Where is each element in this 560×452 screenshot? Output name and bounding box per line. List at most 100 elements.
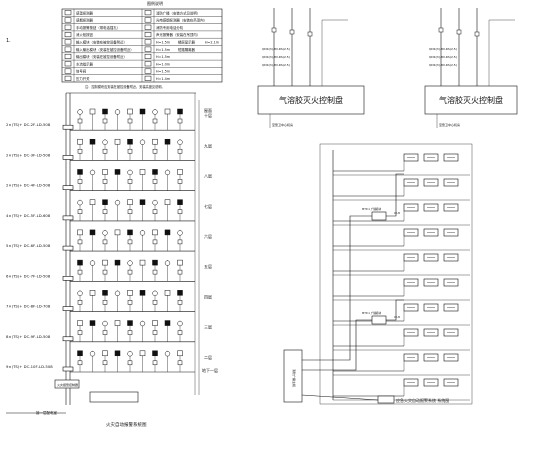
- legend-text: H=1.5m: [156, 55, 171, 59]
- detector-icon: [127, 118, 133, 124]
- module-icon: [164, 199, 171, 205]
- smoke-detector-icon: [89, 260, 96, 266]
- smoke-detector-icon: [89, 351, 96, 357]
- detector-icon: [102, 269, 108, 275]
- legend-text: 消火栓按钮: [76, 32, 94, 37]
- legend-text: 信号阀: [76, 69, 87, 74]
- valve-icon: [307, 31, 313, 37]
- isolator: [62, 276, 74, 281]
- module-label-1: MTP-1 广播模块: [362, 207, 382, 211]
- module-icon: [139, 169, 146, 175]
- manual-alarm-icon: [164, 229, 171, 236]
- floor-cable-label: 8×(TS)+ DC-9F-LD-508: [6, 334, 51, 339]
- legend-text: 声光报警器（安装在吊顶内）: [156, 32, 200, 37]
- broadcast-host-label: 消防广播主机: [292, 369, 297, 387]
- smoke-detector-icon: [114, 109, 121, 115]
- module-icon: [127, 108, 133, 115]
- detector-icon: [152, 179, 158, 184]
- floor-label: 八层: [204, 173, 212, 179]
- detector-icon: [177, 148, 183, 154]
- module-icon: [114, 138, 121, 145]
- module-icon: [164, 290, 171, 296]
- legend-text: 感烟探测器: [76, 18, 94, 23]
- gas-panels-area: QDK(3)-BV-RS(2.5)QDK(3)-BV-RS(2.5)QDK(3)…: [257, 8, 518, 128]
- gas-panel-line: QDK(3)-BV-RS(2.5): [262, 55, 290, 59]
- module-icon: [102, 169, 108, 175]
- detector-icon: [77, 269, 83, 275]
- isolator: [62, 336, 74, 342]
- smoke-detector-icon: [177, 139, 183, 145]
- manual-alarm-icon: [89, 229, 96, 236]
- smoke-detector-icon: [177, 320, 183, 327]
- legend-symbol: [64, 17, 72, 23]
- valve-icon: [474, 31, 480, 37]
- floor-cable-label: 2×(TS)+ DC-3F-LD-508: [6, 152, 51, 157]
- detector-icon: [77, 300, 83, 305]
- legend-symbol: [144, 75, 152, 81]
- smoke-detector-icon: [102, 320, 108, 327]
- detector-icon: [152, 209, 158, 214]
- legend-text: 压力开关: [76, 76, 90, 81]
- legend-text: 消防专用电话分机: [156, 25, 184, 30]
- manual-alarm-icon: [139, 108, 146, 115]
- detector-icon: [102, 148, 108, 154]
- detector-icon: [177, 118, 183, 124]
- valve-icon: [289, 29, 295, 35]
- manual-alarm-icon: [114, 350, 121, 357]
- floor-label: 五层: [204, 263, 212, 269]
- gas-panel-sub: 至警卫中心机房: [439, 122, 460, 127]
- gas-panel-sub: 至警卫中心机房: [272, 122, 293, 127]
- manual-alarm-icon: [152, 169, 158, 175]
- detector-icon: [152, 360, 158, 366]
- detector-icon: [77, 330, 83, 335]
- detector-icon: [152, 118, 158, 124]
- smoke-detector-icon: [139, 139, 146, 145]
- module-icon: [127, 290, 133, 296]
- smoke-detector-icon: [152, 290, 158, 296]
- detector-icon: [102, 179, 108, 184]
- detector-icon: [102, 330, 108, 335]
- module-icon: [139, 259, 146, 266]
- legend-symbol: [64, 61, 72, 67]
- detector-icon: [102, 118, 108, 124]
- smoke-detector-icon: [139, 230, 146, 236]
- detector-icon: [77, 179, 83, 184]
- detector-icon: [102, 300, 108, 305]
- detector-icon: [127, 179, 133, 184]
- smoke-detector-icon: [177, 230, 183, 236]
- detector-icon: [177, 300, 183, 305]
- floor-cable-label: 6×(TS)+ DC-7F-LD-508: [6, 273, 51, 278]
- legend-symbol: [64, 46, 72, 52]
- legend-symbol: [64, 32, 72, 38]
- manual-alarm-icon: [77, 169, 83, 175]
- legend-symbol: [64, 39, 72, 45]
- legend-symbol: [144, 46, 152, 52]
- gas-panel-line: QDK(3)-BV-RS(2.5): [429, 55, 457, 59]
- manual-alarm-icon: [177, 199, 183, 205]
- manual-alarm-icon: [177, 290, 183, 296]
- legend-corner-mark: 1.: [6, 38, 11, 44]
- detector-icon: [127, 330, 133, 335]
- manual-alarm-icon: [77, 259, 83, 266]
- floor-cable-label: 5×(TS)+ DC-6F-LD-508: [6, 243, 51, 248]
- smoke-detector-icon: [139, 320, 146, 327]
- smoke-detector-icon: [102, 139, 108, 145]
- module-icon: [139, 350, 146, 357]
- module-icon: [89, 290, 96, 296]
- manual-alarm-icon: [127, 320, 133, 326]
- legend-table: 1. 图例说明 感温探测器消防广播（安装方式见说明）感烟探测器光电感烟探测器（安…: [6, 0, 223, 89]
- detector-icon: [177, 239, 183, 245]
- legend-symbol: [144, 39, 152, 45]
- smoke-detector-icon: [114, 200, 121, 206]
- controller-label: 火灾报警控制器: [57, 382, 78, 387]
- legend-text: H=2.1m: [205, 41, 220, 45]
- legend-title: 图例说明: [147, 0, 163, 6]
- detector-icon: [152, 239, 158, 245]
- manual-alarm-icon: [152, 350, 158, 357]
- detector-icon: [102, 360, 108, 366]
- module-icon: [102, 259, 108, 266]
- isolator: [62, 155, 74, 160]
- module-icon: [77, 229, 83, 236]
